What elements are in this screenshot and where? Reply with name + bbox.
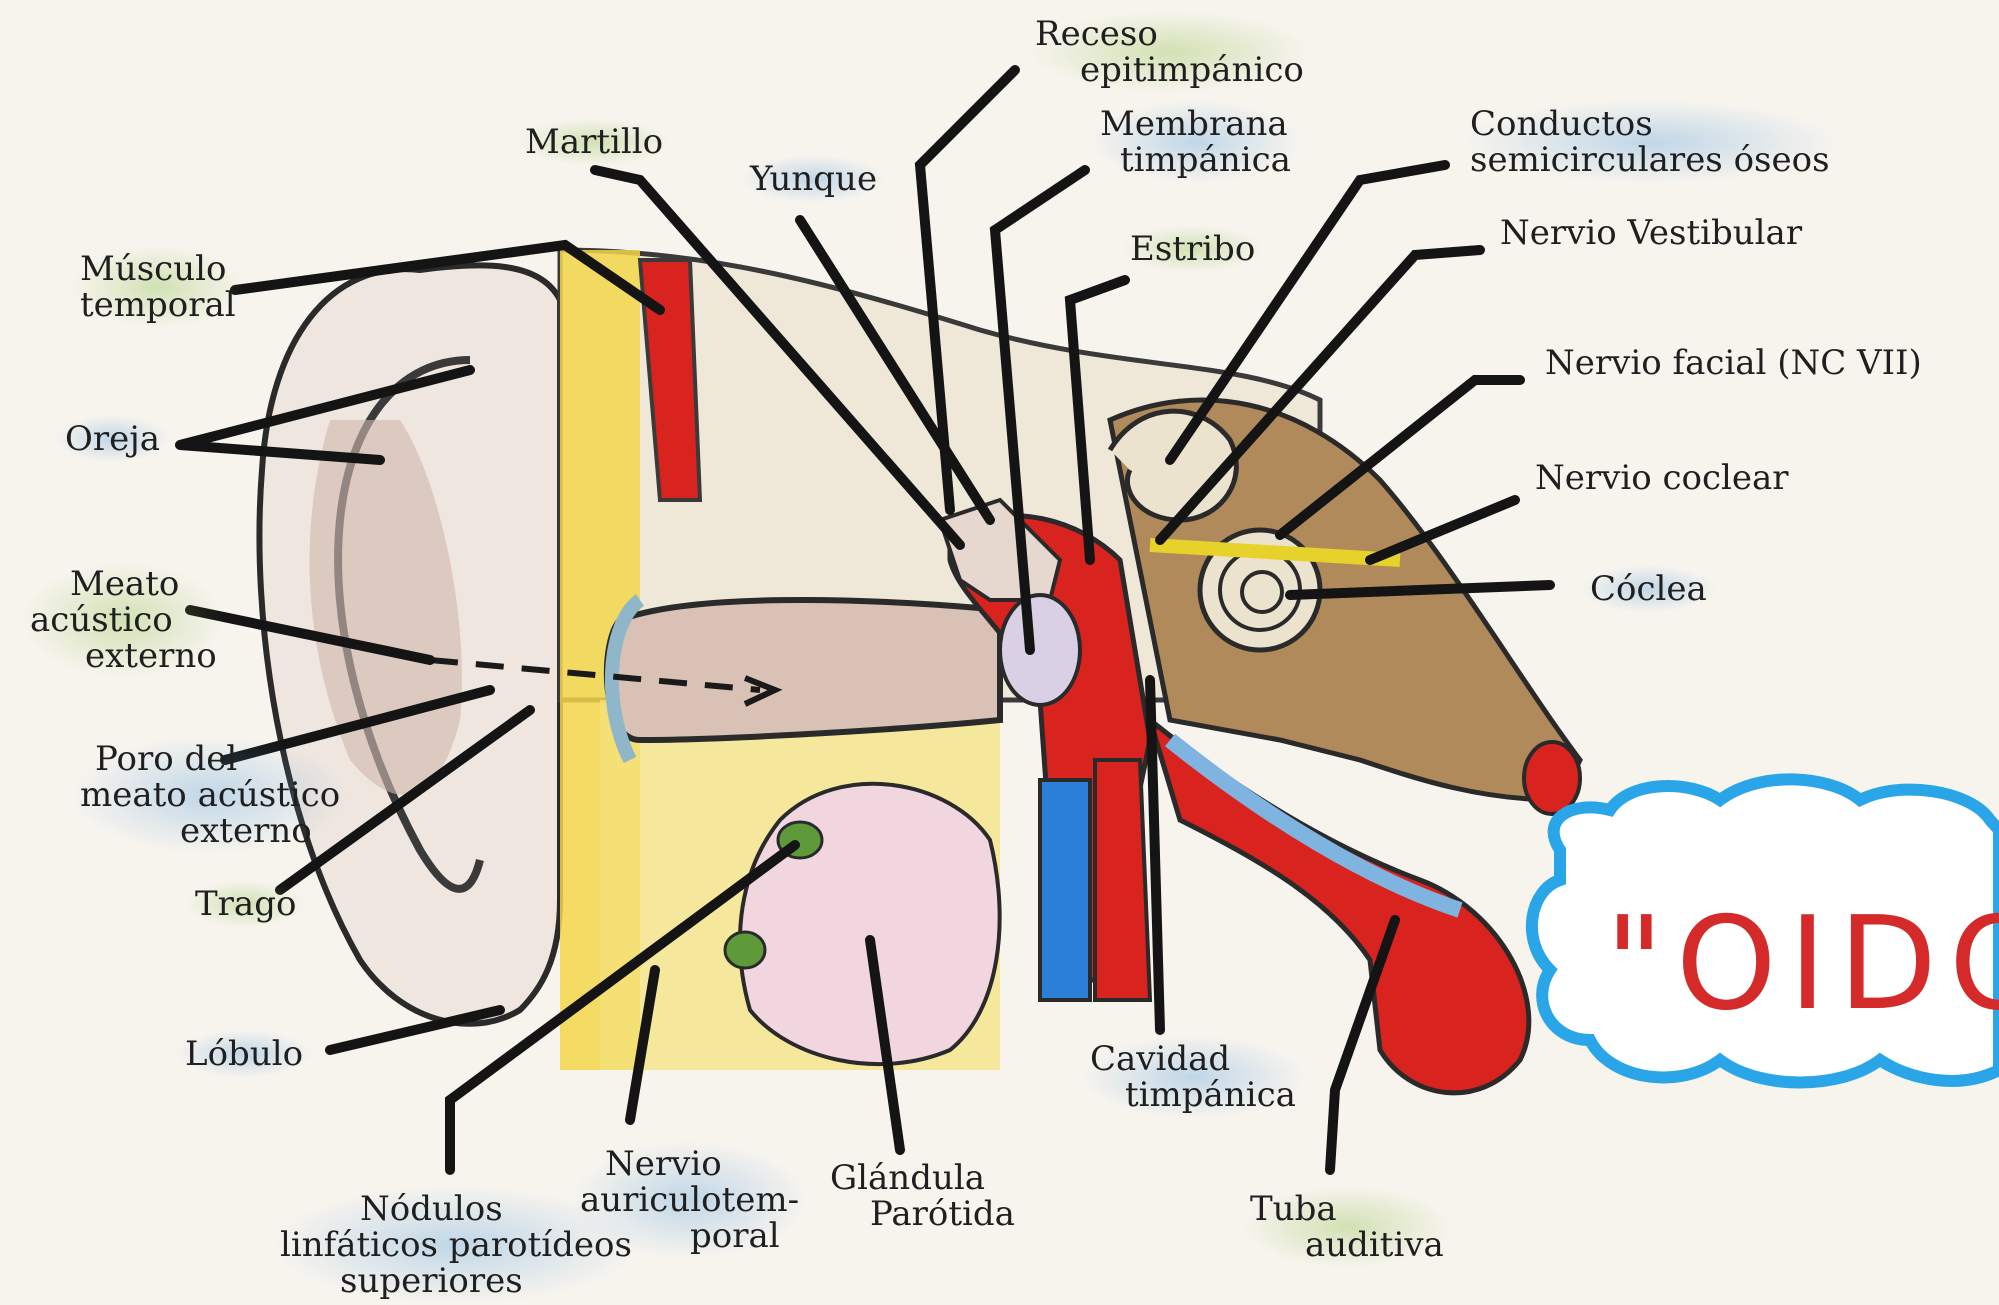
label-line: Oreja xyxy=(65,421,160,457)
label-line: meato acústico xyxy=(80,777,340,813)
label-line: Glándula xyxy=(830,1160,1015,1196)
label-trago: Trago xyxy=(185,880,306,928)
label-line: epitimpánico xyxy=(1080,52,1304,88)
label-estribo: Estribo xyxy=(1120,225,1265,273)
label-martillo: Martillo xyxy=(515,118,673,166)
leader-lobulo xyxy=(330,1010,500,1050)
label-line: poral xyxy=(690,1218,799,1254)
label-line: Martillo xyxy=(525,124,663,160)
lymph-node-2 xyxy=(725,932,765,968)
label-cavidad-timpanica: Cavidad timpánica xyxy=(1080,1035,1306,1119)
label-membrana-timpanica: Membrana timpánica xyxy=(1090,100,1301,184)
label-line: auditiva xyxy=(1305,1227,1444,1263)
tympanic-membrane xyxy=(1000,595,1080,705)
parotid-gland xyxy=(740,784,1000,1064)
label-tuba-auditiva: Tuba auditiva xyxy=(1240,1185,1454,1269)
diagram-title: "OIDO xyxy=(1605,890,1999,1039)
label-line: Poro del xyxy=(95,741,340,777)
label-musculo-temporal: Músculo temporal xyxy=(70,245,246,329)
label-line: timpánica xyxy=(1125,1077,1296,1113)
label-lobulo: Lóbulo xyxy=(175,1030,313,1078)
label-nervio-coclear: Nervio coclear xyxy=(1535,460,1789,496)
label-conductos-semicirculares: Conductos semicirculares óseos xyxy=(1460,100,1840,184)
label-line: Cavidad xyxy=(1090,1041,1296,1077)
label-line: auriculotem- xyxy=(580,1182,799,1218)
label-coclea: Cóclea xyxy=(1580,565,1717,613)
carotid-opening xyxy=(1524,742,1580,814)
label-line: semicirculares óseos xyxy=(1470,142,1830,178)
label-line: superiores xyxy=(340,1263,632,1299)
label-line: Nervio facial (NC VII) xyxy=(1545,345,1922,381)
label-line: externo xyxy=(85,638,217,674)
label-line: Estribo xyxy=(1130,231,1255,267)
label-line: Nervio xyxy=(605,1146,799,1182)
label-line: Receso xyxy=(1035,16,1304,52)
label-line: Nervio Vestibular xyxy=(1500,215,1802,251)
label-yunque: Yunque xyxy=(740,155,887,203)
label-line: Yunque xyxy=(750,161,877,197)
label-line: Lóbulo xyxy=(185,1036,303,1072)
label-line: acústico xyxy=(30,602,217,638)
label-nervio-facial: Nervio facial (NC VII) xyxy=(1545,345,1922,381)
external-canal xyxy=(607,600,1000,740)
label-line: externo xyxy=(180,813,340,849)
label-poro-meato: Poro del meato acústico externo xyxy=(70,735,350,855)
label-oreja: Oreja xyxy=(55,415,170,463)
label-meato-acustico-externo: Meato acústico externo xyxy=(20,560,227,680)
label-line: Conductos xyxy=(1470,106,1830,142)
label-glandula-parotida: Glándula Parótida xyxy=(830,1160,1015,1232)
label-line: Parótida xyxy=(870,1196,1015,1232)
label-line: Cóclea xyxy=(1590,571,1707,607)
label-line: timpánica xyxy=(1120,142,1291,178)
label-line: Trago xyxy=(195,886,296,922)
jugular-vein xyxy=(1040,780,1090,1000)
label-line: Meato xyxy=(70,566,217,602)
label-line: Membrana xyxy=(1100,106,1291,142)
label-line: Músculo xyxy=(80,251,236,287)
label-nervio-vestibular: Nervio Vestibular xyxy=(1500,215,1802,251)
carotid-artery xyxy=(1095,760,1150,1000)
label-line: Nervio coclear xyxy=(1535,460,1789,496)
label-line: Tuba xyxy=(1250,1191,1444,1227)
label-nervio-auriculotemporal: Nervio auriculotem- poral xyxy=(570,1140,809,1260)
label-receso-epitimpanico: Receso epitimpánico xyxy=(1025,10,1314,94)
label-line: temporal xyxy=(80,287,236,323)
